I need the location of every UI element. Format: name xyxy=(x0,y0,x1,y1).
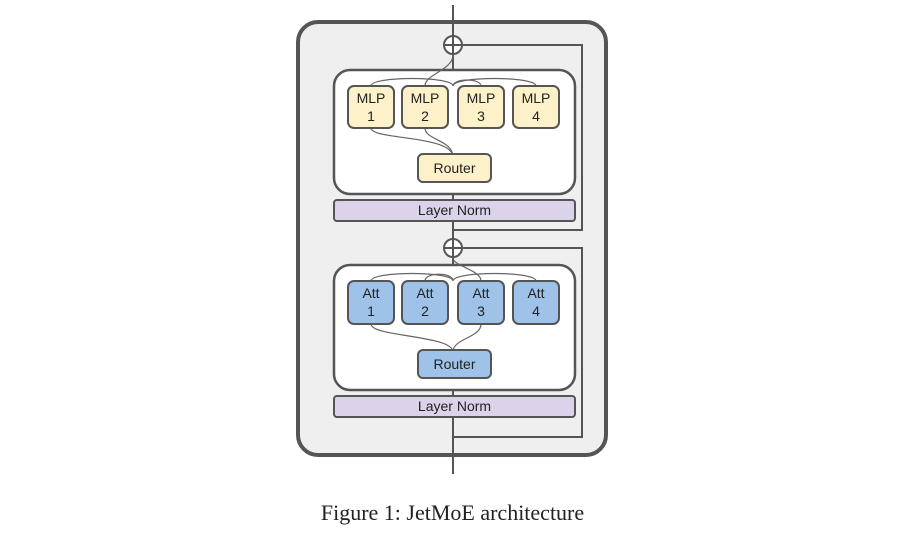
mlp-expert-3-name: MLP xyxy=(467,90,496,106)
moe-router: Router xyxy=(417,153,492,183)
mlp-expert-2-name: MLP xyxy=(411,90,440,106)
residual-add-top xyxy=(443,35,463,55)
att-expert-2: Att 2 xyxy=(401,280,449,325)
mlp-expert-2: MLP 2 xyxy=(401,85,449,129)
att-expert-4-index: 4 xyxy=(532,303,540,319)
layer-norm-top-label: Layer Norm xyxy=(418,202,491,218)
mlp-expert-4-index: 4 xyxy=(532,108,540,124)
mlp-expert-2-index: 2 xyxy=(421,108,429,124)
att-expert-1: Att 1 xyxy=(347,280,395,325)
layer-norm-bottom-label: Layer Norm xyxy=(418,398,491,414)
mlp-expert-3: MLP 3 xyxy=(457,85,505,129)
mlp-expert-1: MLP 1 xyxy=(347,85,395,129)
mlp-expert-4: MLP 4 xyxy=(512,85,560,129)
mlp-expert-1-index: 1 xyxy=(367,108,375,124)
mlp-expert-1-name: MLP xyxy=(357,90,386,106)
layer-norm-bottom: Layer Norm xyxy=(333,395,576,418)
moe-routing-lines xyxy=(370,54,537,158)
att-expert-4: Att 4 xyxy=(512,280,560,325)
att-expert-1-name: Att xyxy=(362,285,379,301)
attention-router-label: Router xyxy=(433,356,475,372)
residual-connection-top xyxy=(453,44,583,231)
att-expert-3-name: Att xyxy=(472,285,489,301)
att-expert-3: Att 3 xyxy=(457,280,505,325)
residual-connection-bottom xyxy=(453,247,583,438)
attention-routing-lines xyxy=(370,257,537,353)
att-expert-4-name: Att xyxy=(527,285,544,301)
attention-router: Router xyxy=(417,349,492,379)
mlp-expert-3-index: 3 xyxy=(477,108,485,124)
layer-norm-top: Layer Norm xyxy=(333,199,576,222)
att-expert-2-name: Att xyxy=(416,285,433,301)
figure-caption: Figure 1: JetMoE architecture xyxy=(320,500,585,525)
att-expert-3-index: 3 xyxy=(477,303,485,319)
moe-router-label: Router xyxy=(433,160,475,176)
residual-add-bottom xyxy=(443,238,463,258)
mlp-expert-4-name: MLP xyxy=(522,90,551,106)
att-expert-2-index: 2 xyxy=(421,303,429,319)
att-expert-1-index: 1 xyxy=(367,303,375,319)
